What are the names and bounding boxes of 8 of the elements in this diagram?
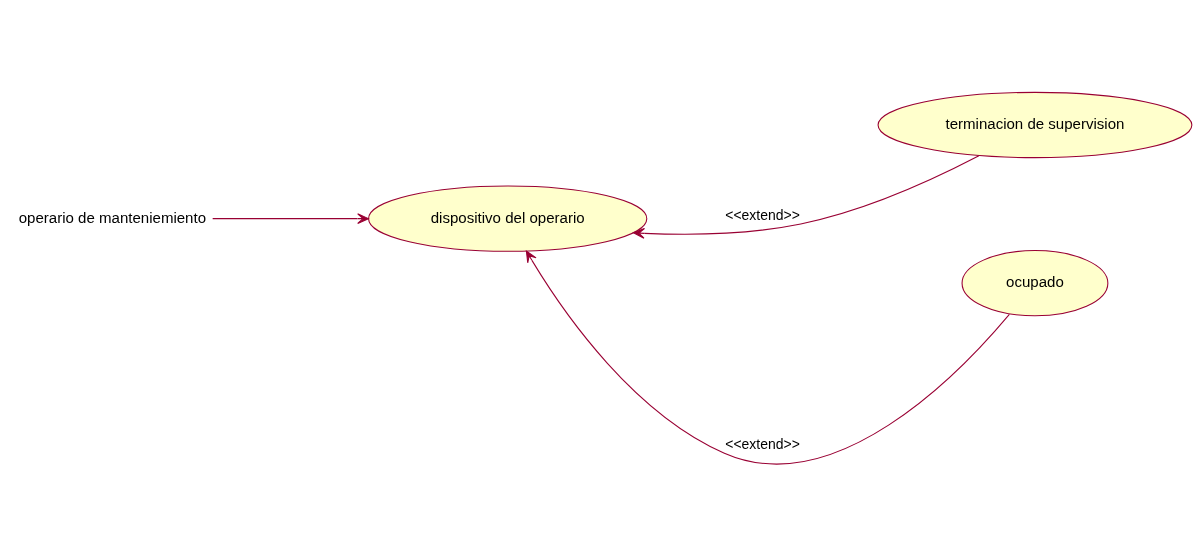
node-text: operario de manteniemiento	[18, 208, 207, 226]
node-ellipse: terminacion de supervision	[877, 91, 1193, 158]
arrow	[632, 154, 980, 239]
edge-label: <<extend>>	[725, 435, 800, 452]
arrow	[212, 212, 369, 224]
edge-label: <<extend>>	[725, 206, 800, 223]
arrow	[525, 250, 1010, 464]
node-ellipse: ocupado	[961, 249, 1109, 316]
